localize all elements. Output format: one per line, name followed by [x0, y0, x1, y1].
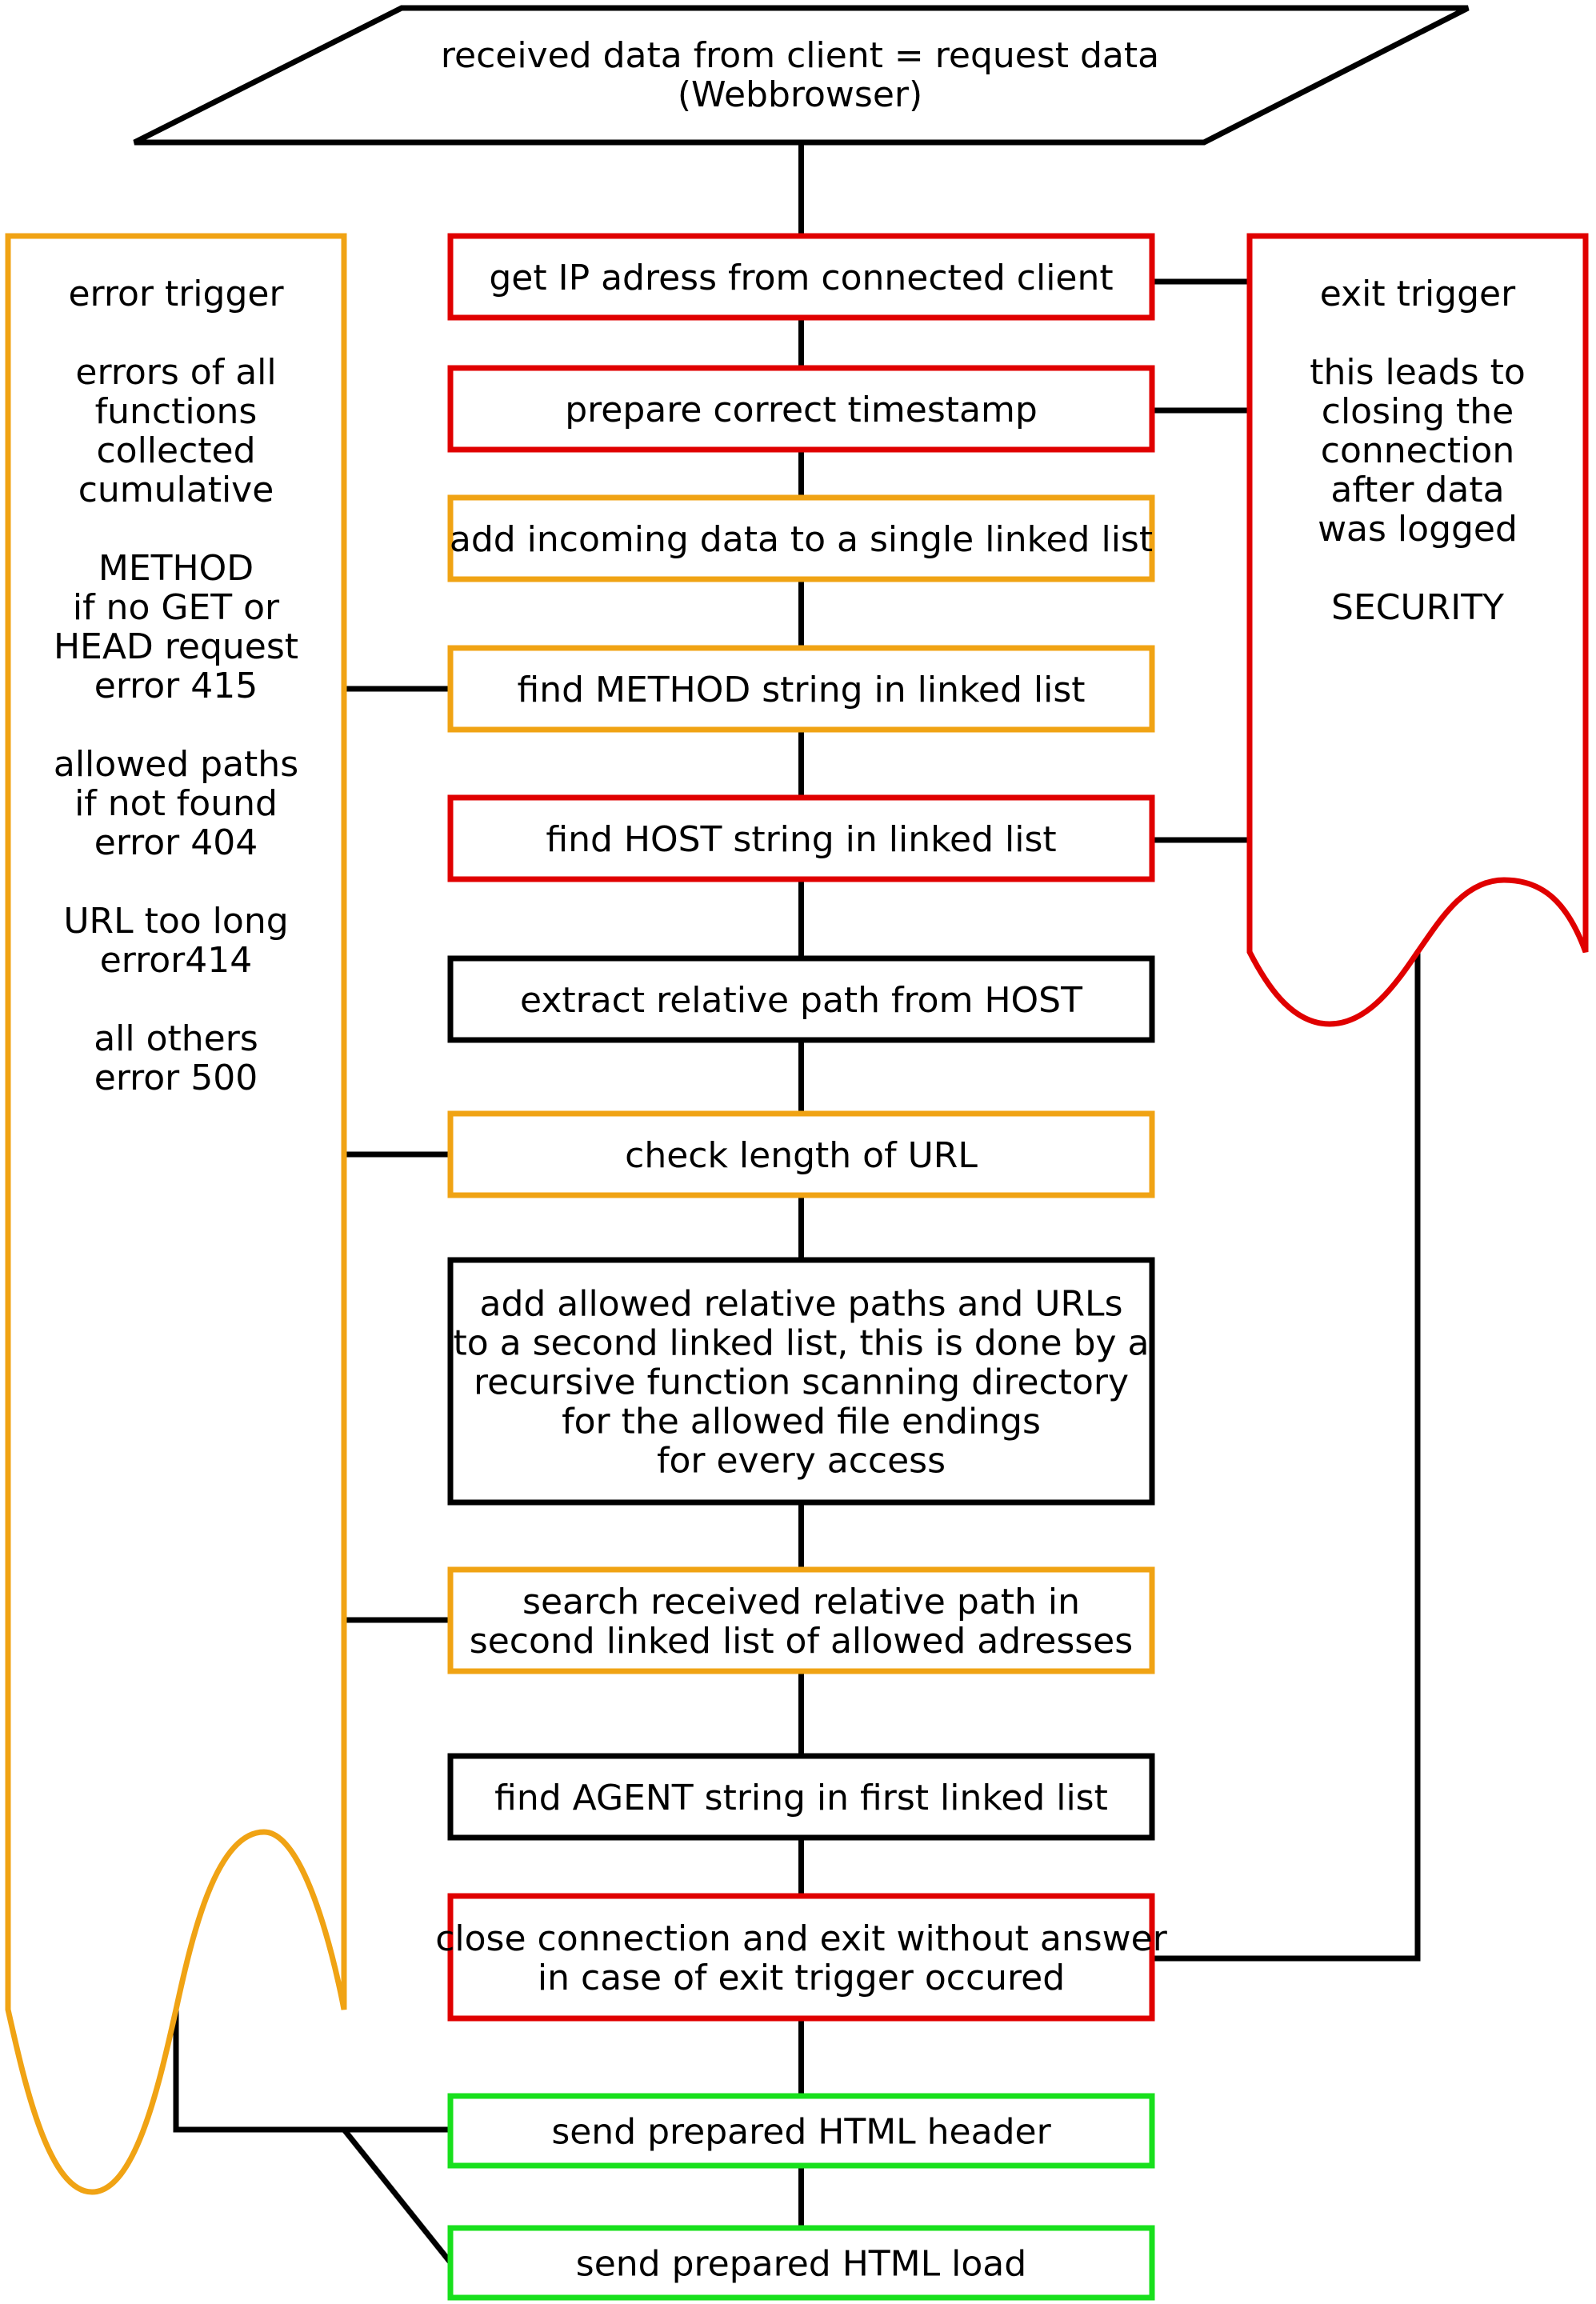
step-label: get IP adress from connected client: [489, 258, 1113, 298]
step-box: [447, 1257, 1155, 1506]
step-label: close connection and exit without answer: [435, 1918, 1168, 1959]
step-5: find HOST string in linked list: [447, 794, 1155, 882]
step-label: recursive function scanning directory: [474, 1362, 1129, 1403]
trigger-line: after data: [1330, 470, 1504, 510]
trigger-line: was logged: [1318, 509, 1518, 550]
step-11: close connection and exit without answer…: [435, 1893, 1168, 2022]
step-12: send prepared HTML header: [447, 2093, 1155, 2169]
step-box: [447, 233, 1155, 321]
exit-return-line: [1152, 952, 1421, 1962]
trigger-line: error 415: [94, 666, 258, 706]
input-parallelogram: [133, 5, 1470, 146]
trigger-line: HEAD request: [54, 626, 298, 667]
trigger-line: error414: [100, 940, 253, 981]
step-label: send prepared HTML header: [551, 2112, 1051, 2153]
step-box: [447, 2093, 1155, 2169]
trigger-line: allowed paths: [54, 744, 298, 785]
trigger-title: exit trigger: [1320, 274, 1516, 314]
step-label: extract relative path from HOST: [520, 980, 1082, 1021]
step-label: search received relative path in: [522, 1582, 1080, 1622]
trigger-line: functions: [95, 391, 258, 432]
step-label: find METHOD string in linked list: [518, 670, 1086, 710]
trigger-line: collected: [96, 430, 255, 471]
step-label: add incoming data to a single linked lis…: [450, 519, 1153, 560]
trigger-line: closing the: [1322, 391, 1514, 432]
step-box: [447, 494, 1155, 582]
process-steps: get IP adress from connected client prepa…: [435, 233, 1168, 2301]
input-node: received data from client = request data…: [133, 5, 1470, 146]
step-2: prepare correct timestamp: [447, 365, 1155, 453]
step-label: check length of URL: [625, 1135, 978, 1176]
input-text-line2: (Webbrowser): [678, 74, 922, 115]
trigger-line: error 404: [94, 822, 258, 863]
step-label: prepare correct timestamp: [565, 390, 1038, 430]
step-box: [447, 1893, 1155, 2022]
step-label: find AGENT string in first linked list: [494, 1778, 1108, 1818]
trigger-line: if not found: [74, 783, 278, 824]
step-1: get IP adress from connected client: [447, 233, 1155, 321]
step-box: [447, 955, 1155, 1043]
input-text-line1: received data from client = request data: [441, 35, 1159, 76]
error-return-line: [342, 2127, 453, 2265]
exit-trigger-document: [1246, 233, 1589, 1027]
trigger-line: cumulative: [78, 470, 274, 510]
trigger-line: connection: [1321, 430, 1514, 471]
step-label: send prepared HTML load: [576, 2244, 1026, 2285]
trigger-line: SECURITY: [1331, 587, 1504, 628]
step-10: find AGENT string in first linked list: [447, 1753, 1155, 1841]
connector-lines: [173, 142, 1421, 2265]
error-return-line: [173, 2010, 450, 2133]
trigger-line: error 500: [94, 1058, 258, 1098]
step-box: [447, 2225, 1155, 2301]
step-label: to a second linked list, this is done by…: [454, 1323, 1150, 1364]
trigger-title: error trigger: [68, 274, 284, 314]
trigger-line: METHOD: [98, 548, 254, 589]
step-label: second linked list of allowed adresses: [470, 1621, 1133, 1662]
step-box: [447, 1566, 1155, 1674]
step-label: for every access: [657, 1441, 946, 1482]
error-trigger-document: [5, 233, 347, 2195]
step-label: add allowed relative paths and URLs: [480, 1284, 1123, 1325]
step-box: [447, 1110, 1155, 1198]
trigger-line: URL too long: [63, 901, 288, 942]
step-label: find HOST string in linked list: [546, 819, 1056, 860]
step-3: add incoming data to a single linked lis…: [447, 494, 1155, 582]
trigger-line: if no GET or: [73, 587, 280, 628]
step-6: extract relative path from HOST: [447, 955, 1155, 1043]
step-box: [447, 1753, 1155, 1841]
step-box: [447, 645, 1155, 733]
step-box: [447, 365, 1155, 453]
step-box: [447, 794, 1155, 882]
step-4: find METHOD string in linked list: [447, 645, 1155, 733]
trigger-line: all others: [94, 1018, 258, 1059]
step-13: send prepared HTML load: [447, 2225, 1155, 2301]
step-label: for the allowed file endings: [562, 1402, 1041, 1442]
step-7: check length of URL: [447, 1110, 1155, 1198]
trigger-line: this leads to: [1310, 352, 1526, 393]
trigger-line: errors of all: [75, 352, 276, 393]
step-label: in case of exit trigger occured: [538, 1958, 1065, 1998]
